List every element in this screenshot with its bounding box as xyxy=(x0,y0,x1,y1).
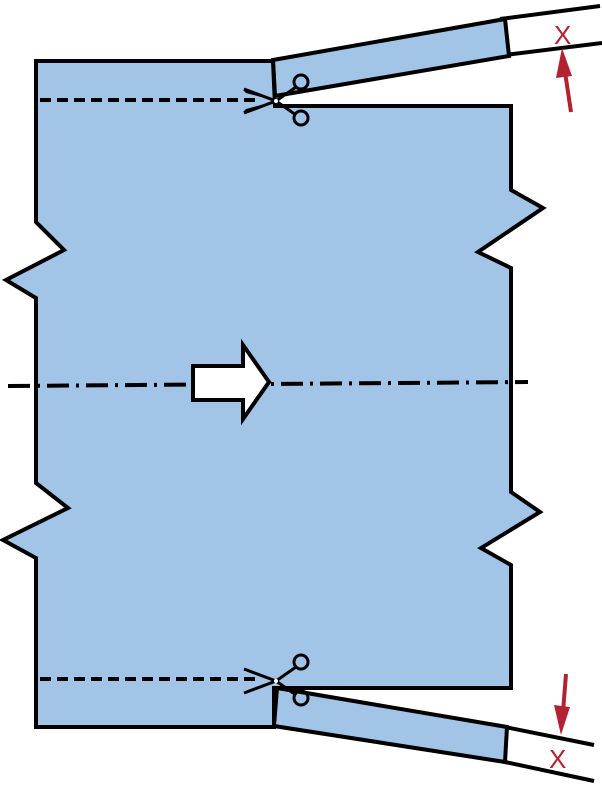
top-dimension-arrow-icon xyxy=(556,48,573,113)
centerline xyxy=(7,380,529,388)
main-panel xyxy=(0,59,547,729)
top-extension-lines xyxy=(499,4,602,57)
scissors-icon xyxy=(243,653,310,707)
top-gap-label: X xyxy=(554,20,571,50)
grain-arrow-icon xyxy=(191,338,272,426)
bottom-extension-lines xyxy=(504,725,595,783)
scissors-icon xyxy=(243,73,310,127)
bottom-gap-label: X xyxy=(549,744,566,774)
bottom-dimension-arrow-icon xyxy=(554,673,570,735)
